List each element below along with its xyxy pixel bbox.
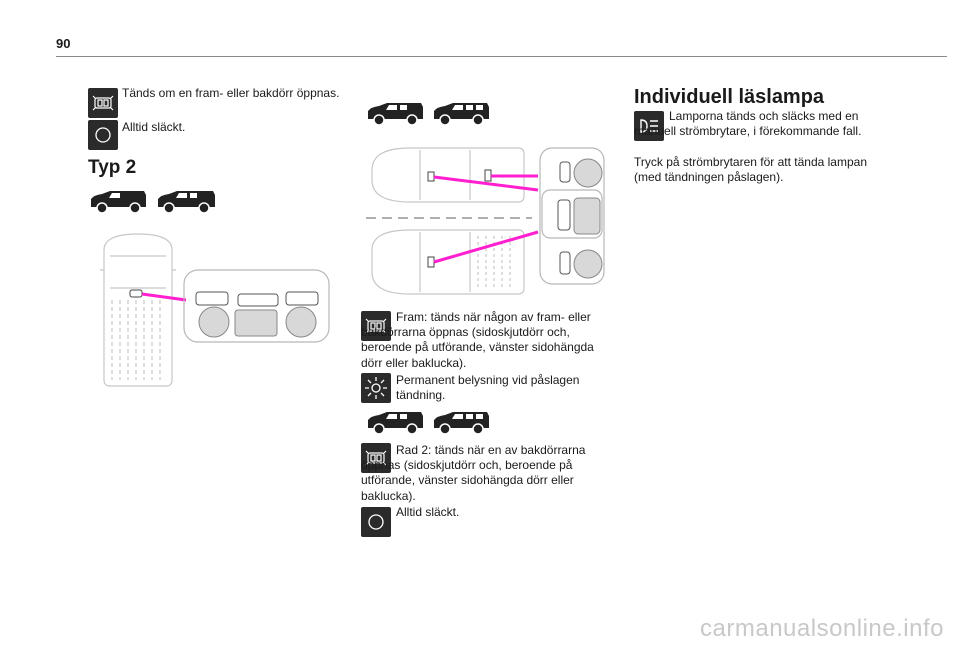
light-off-icon	[88, 120, 118, 150]
section-heading: Typ 2	[88, 157, 137, 178]
van-top-view-illustration	[98, 230, 333, 395]
van-top-views-illustration	[360, 140, 610, 305]
door-open-light-icon	[88, 88, 118, 118]
item-text: Rad 2: tänds när en av bakdörrarna öppna…	[361, 443, 586, 503]
page-number: 90	[56, 36, 71, 51]
paragraph: Tryck på strömbrytaren för att tända lam…	[634, 155, 867, 185]
van-long-icon	[431, 101, 491, 127]
van-long-icon	[431, 410, 491, 436]
section-heading: Individuell läslampa	[634, 86, 825, 108]
light-off-icon	[361, 507, 391, 537]
sun-icon	[361, 373, 391, 403]
van-short-icon	[88, 189, 148, 215]
header-divider	[56, 56, 947, 57]
van-long-icon	[155, 189, 217, 215]
item-text: Tänds om en fram- eller bakdörr öppnas.	[122, 86, 340, 100]
item-text: Fram: tänds när någon av fram- eller bak…	[361, 310, 594, 370]
item-text: Alltid släckt.	[122, 120, 186, 134]
van-short-icon	[365, 410, 425, 436]
reading-lamp-icon	[634, 111, 664, 141]
door-open-light-icon	[361, 443, 391, 473]
watermark: carmanualsonline.info	[700, 615, 944, 642]
item-text: Permanent belysning vid påslagen tändnin…	[396, 373, 580, 403]
paragraph: Lamporna tänds och släcks med en manuell…	[634, 109, 862, 139]
door-open-light-icon	[361, 311, 391, 341]
van-short-icon	[365, 101, 425, 127]
item-text: Alltid släckt.	[396, 505, 460, 519]
